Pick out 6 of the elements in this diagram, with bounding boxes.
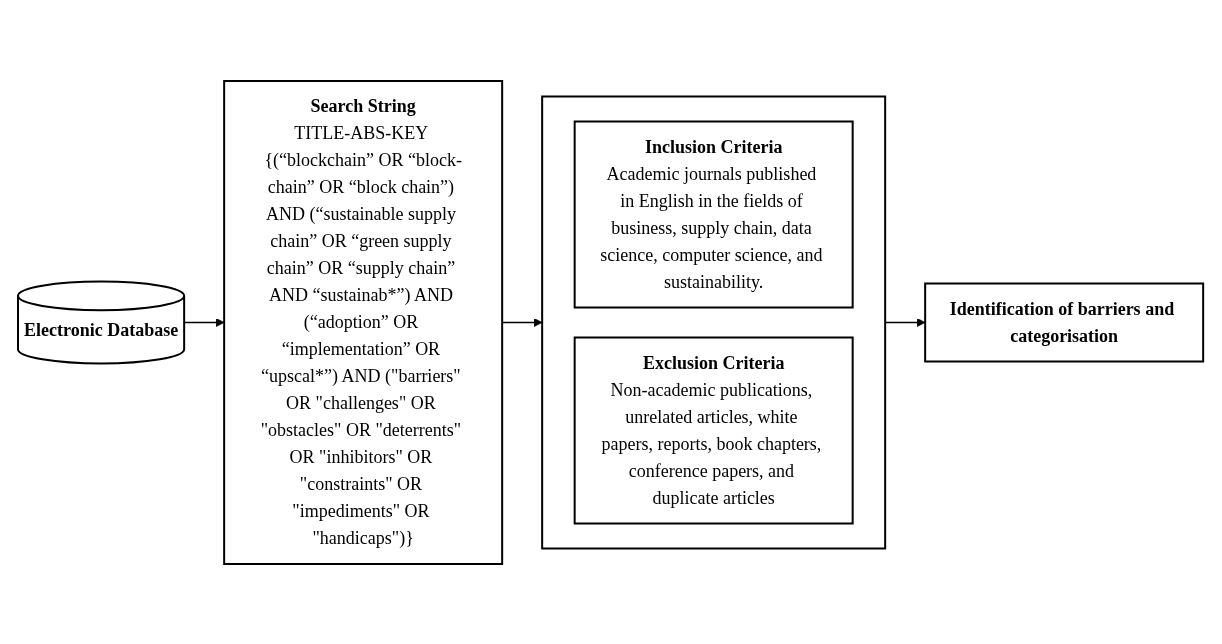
cluster <box>541 95 887 549</box>
node-box: Inclusion Criteria Academic journals published in English in the fields of business, supply chain, data science, computer science, and sustainability. <box>574 120 855 308</box>
arrow <box>183 317 225 327</box>
node-box: Search String TITLE-ABS-KEY {(“blockchain” OR “block-chain” OR “block chain”) AND (“sustainable supply chain” OR “green supply chain” OR “supply chain” AND “sustainab*”) AND (“adoption” OR “implementation” OR “upscal*”) AND ("barriers" OR "challenges" OR "obstacles" OR "deterrents" OR "inhibitors" OR "constraints" OR "impediments" OR "handicaps")} <box>223 79 504 565</box>
node-box: Identification of barriers and categorisation <box>924 282 1205 362</box>
node-box: Exclusion Criteria Non-academic publications, unrelated articles, white papers, reports, book chapters, conference papers, and duplicate articles <box>574 336 855 524</box>
